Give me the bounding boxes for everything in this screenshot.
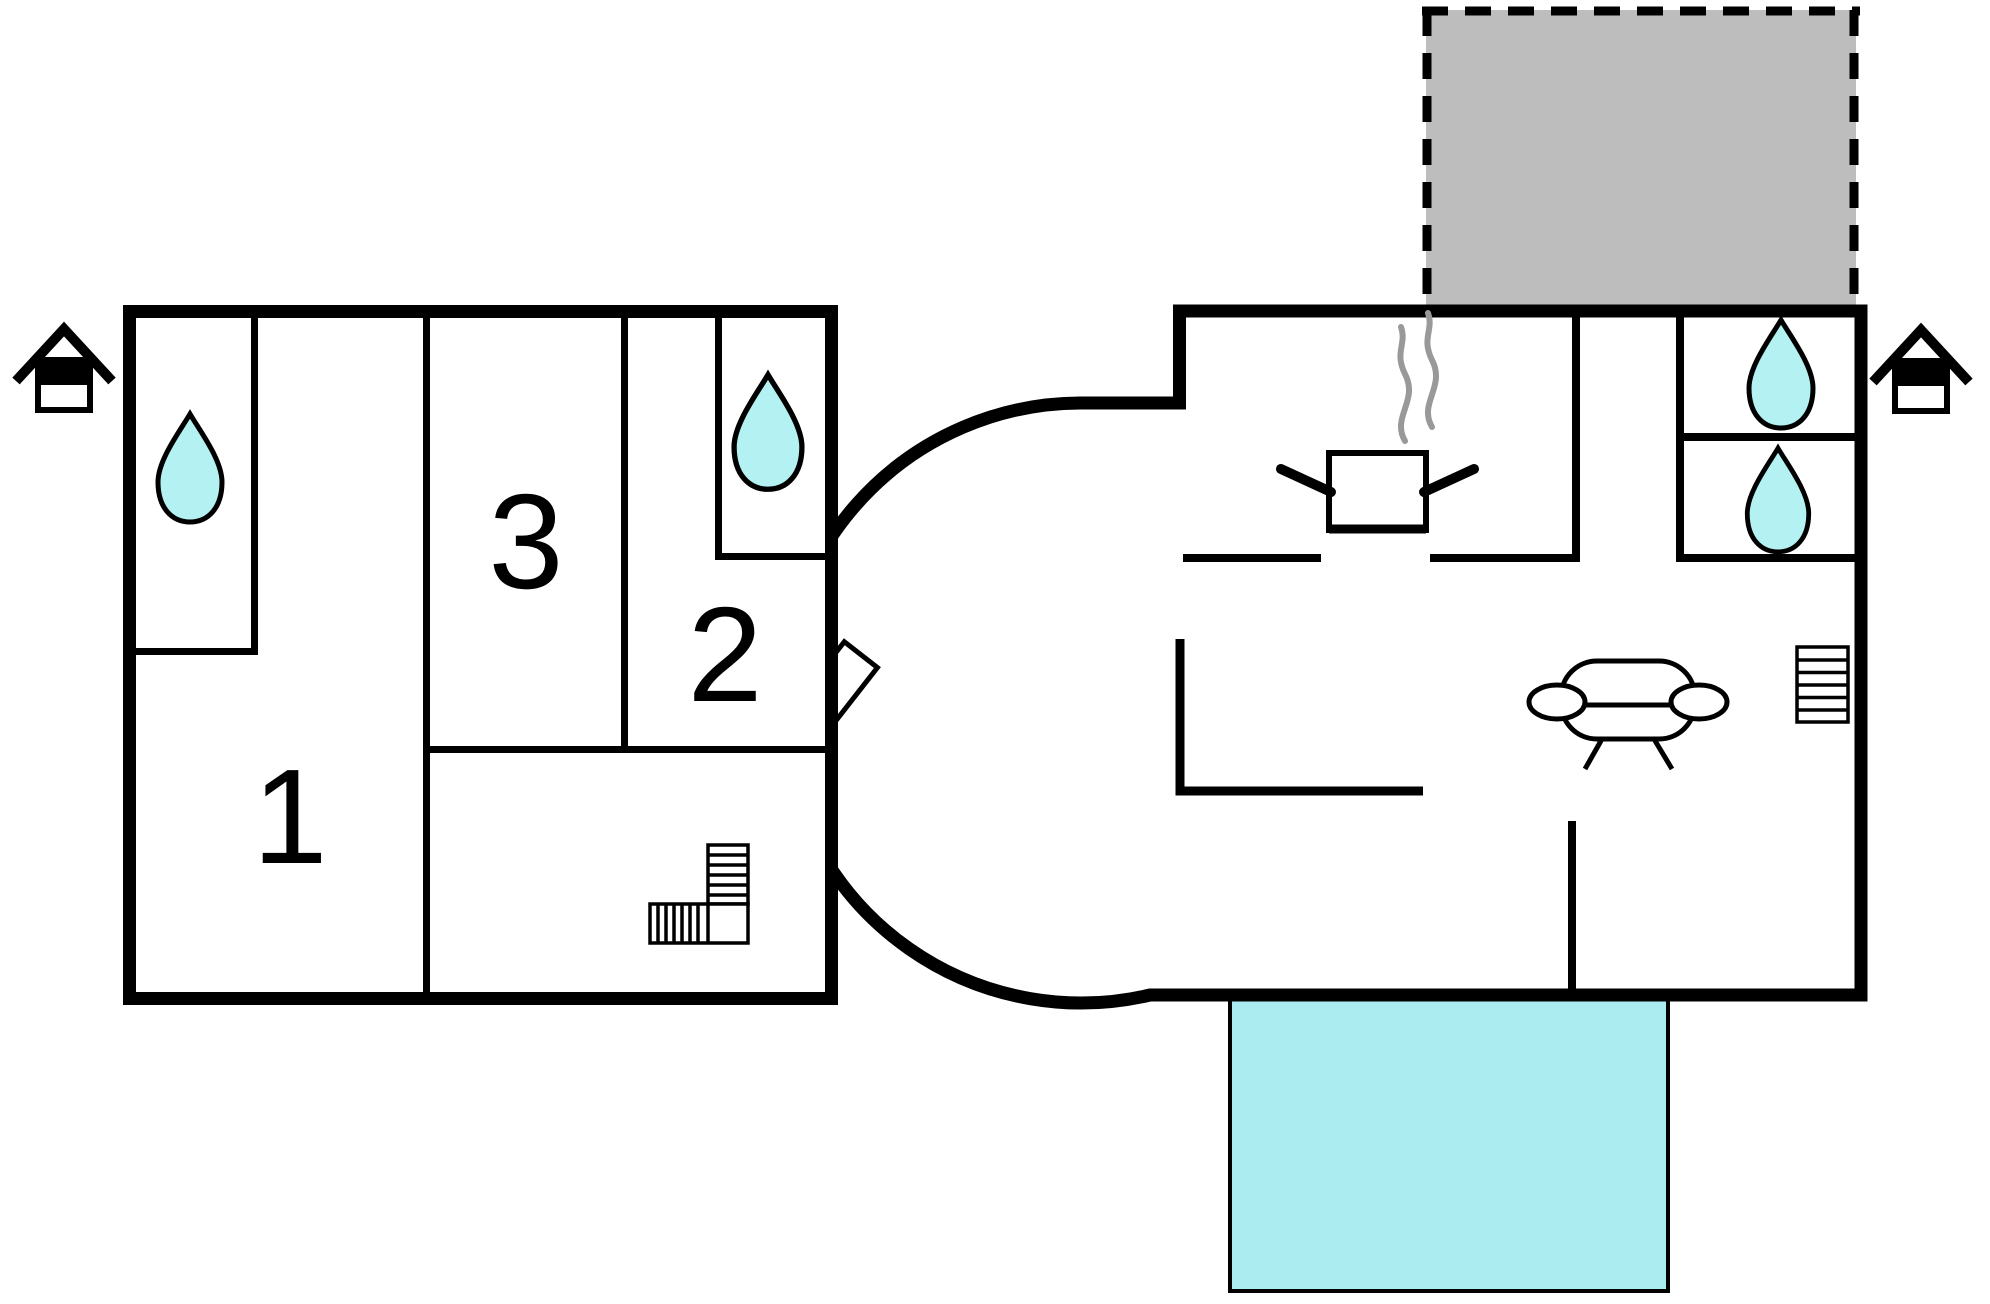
l-shaped-partition-wall (1175, 639, 1423, 796)
steam-icon (1397, 310, 1440, 444)
terrace-area (1426, 10, 1856, 307)
straight-stairs-icon (1795, 645, 1850, 724)
upper-floor-plan: 1 2 3 (123, 305, 838, 1005)
cooking-pot-icon (1276, 450, 1479, 534)
ground-floor-inner-walls (1183, 314, 1858, 998)
upper-floor-inner-walls (126, 308, 835, 1000)
room-label-2: 2 (687, 579, 762, 730)
covered-terrace (1422, 6, 1860, 307)
ground-floor-outer-walls (774, 304, 1868, 1010)
house-entrance-icon-left (16, 329, 112, 410)
l-shaped-stairs-icon (648, 843, 750, 945)
ground-floor-plan (773, 304, 1868, 1010)
room-label-1: 1 (252, 741, 327, 892)
room-label-3: 3 (488, 466, 563, 617)
pool-terrace (1228, 997, 1670, 1293)
sofa-icon (1526, 658, 1730, 771)
house-entrance-icon-right (1873, 330, 1969, 411)
